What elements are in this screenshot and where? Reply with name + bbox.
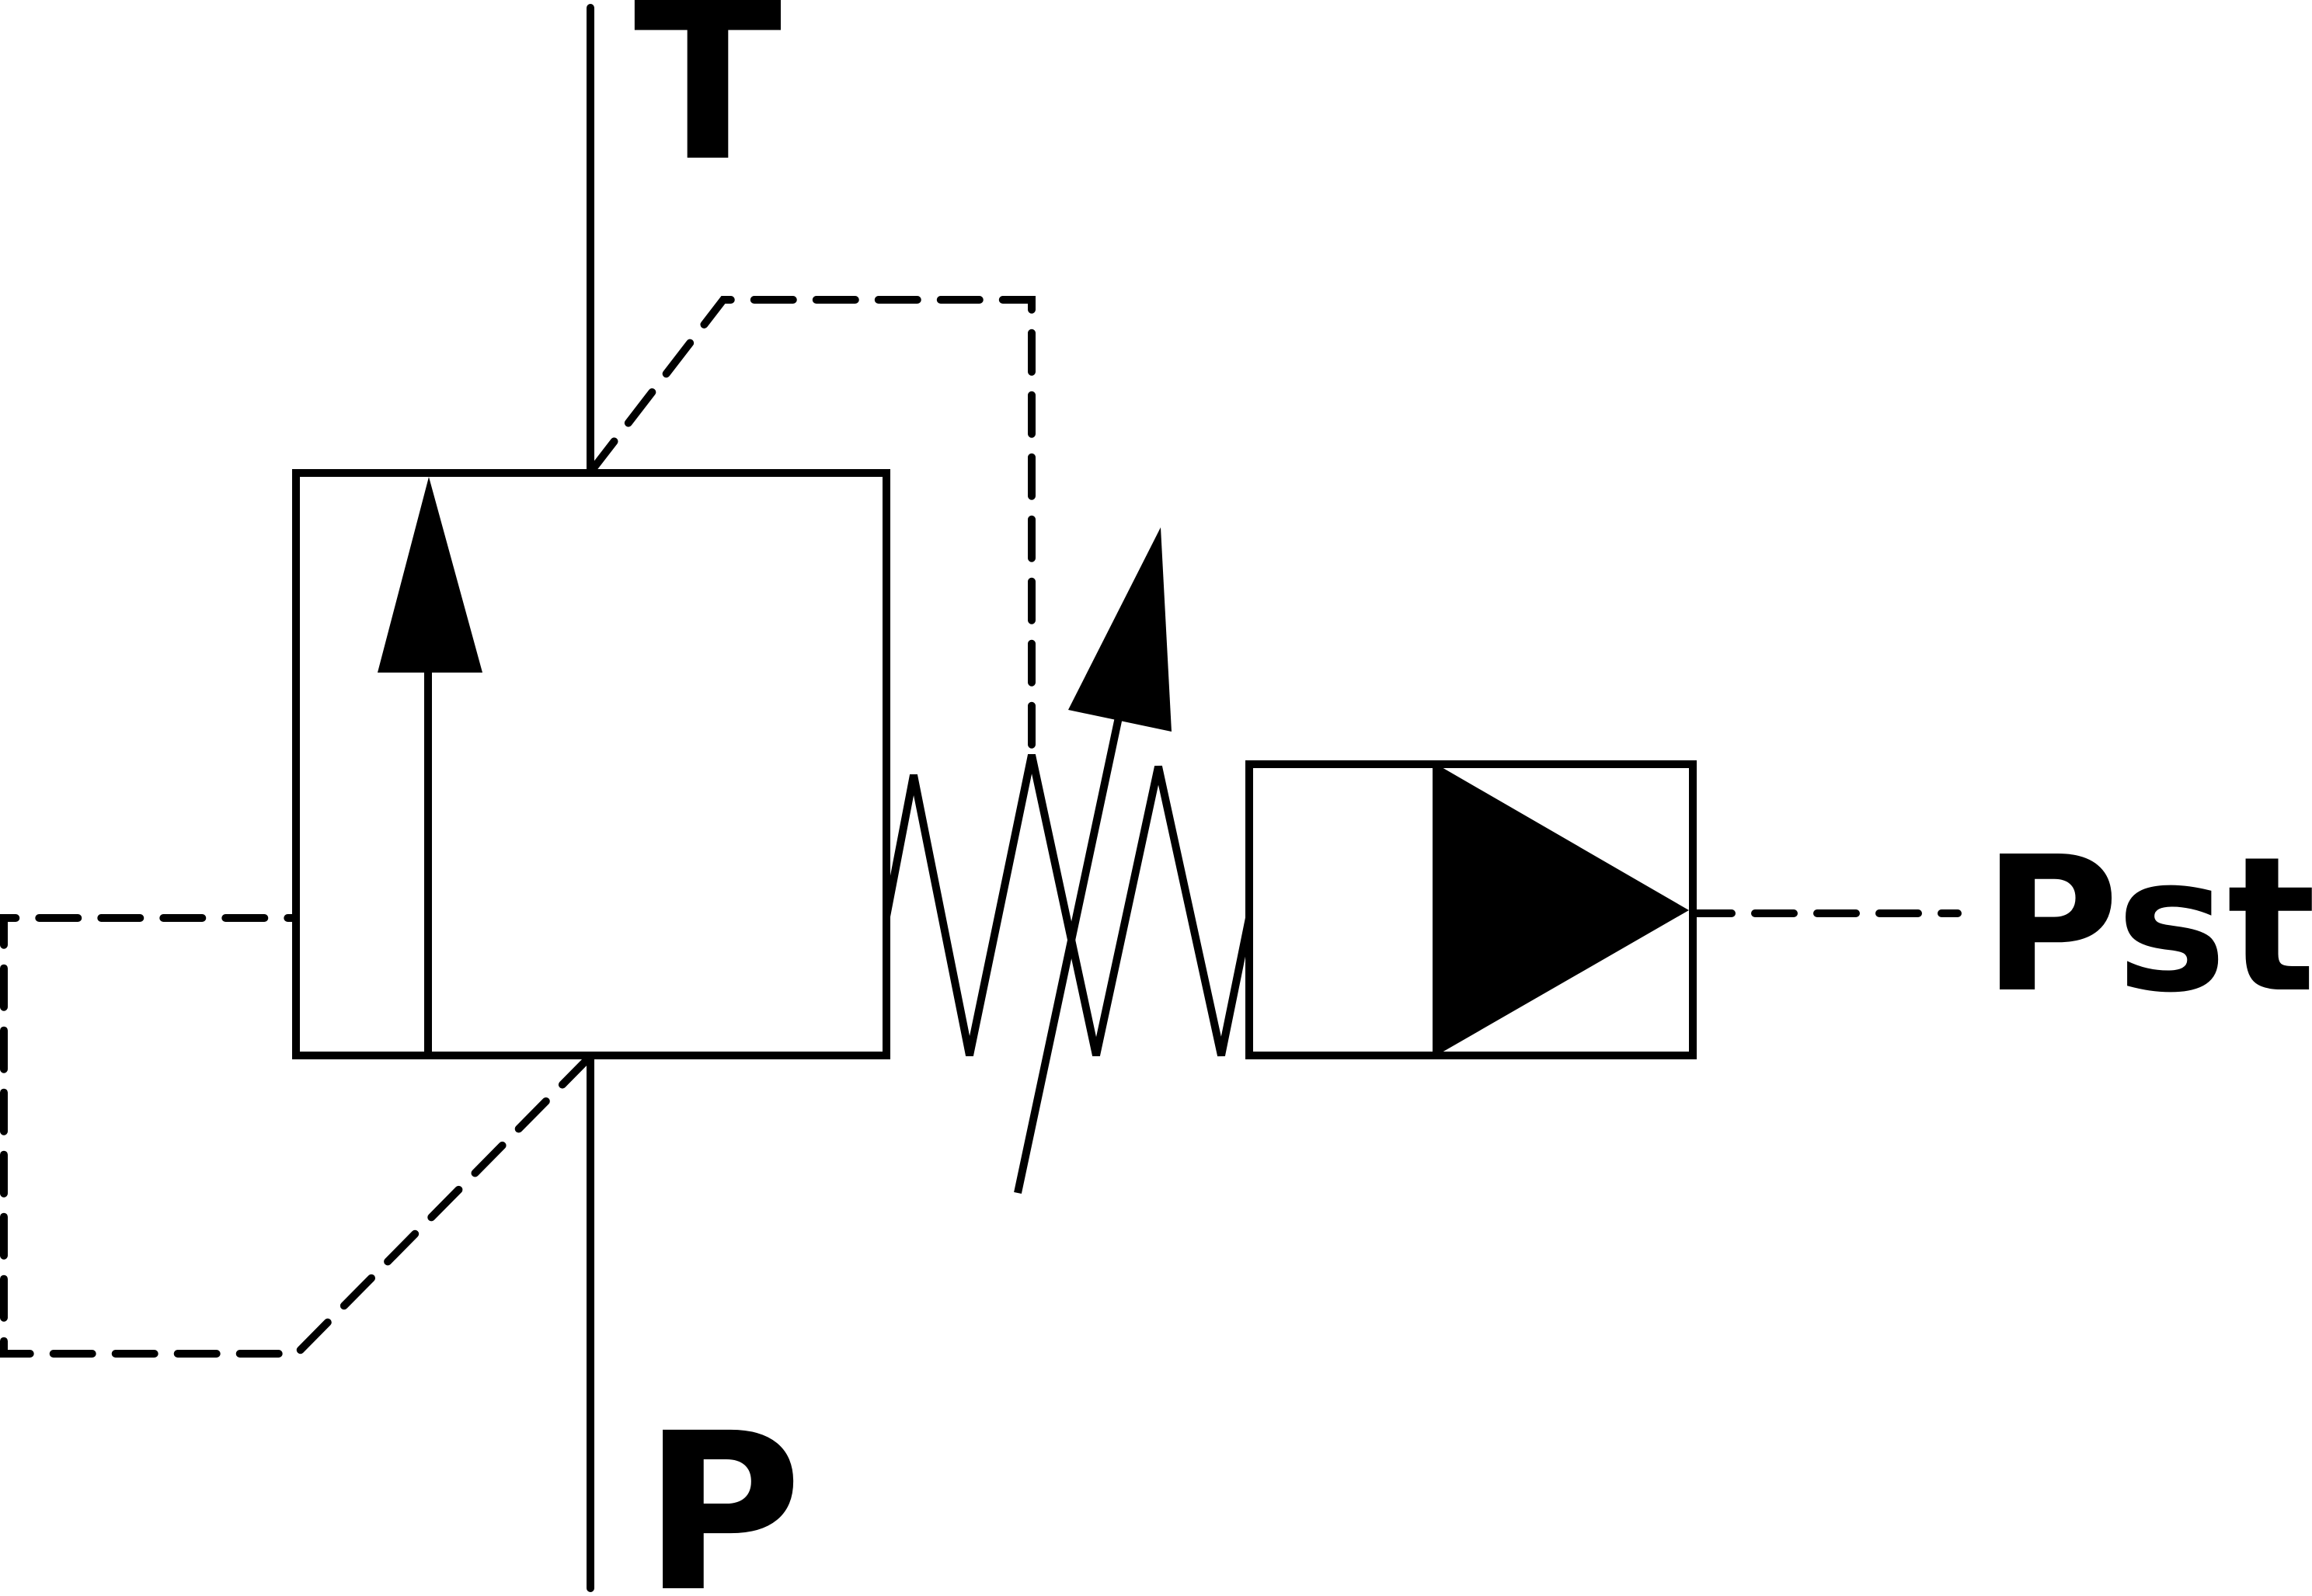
adjustment-arrow-shaft — [1014, 697, 1126, 1194]
valve-body — [292, 469, 890, 1059]
label-pst: Pst — [1983, 816, 2312, 1034]
actuator-triangle — [1436, 764, 1689, 1055]
pilot-line-lower — [0, 914, 594, 1358]
pilot-line-upper — [587, 296, 1036, 773]
flow-arrow-head — [378, 477, 482, 673]
label-p: P — [642, 1387, 802, 1596]
label-t: T — [634, 0, 784, 210]
spring — [883, 753, 1253, 1057]
adjustment-arrow-head — [1068, 527, 1172, 732]
